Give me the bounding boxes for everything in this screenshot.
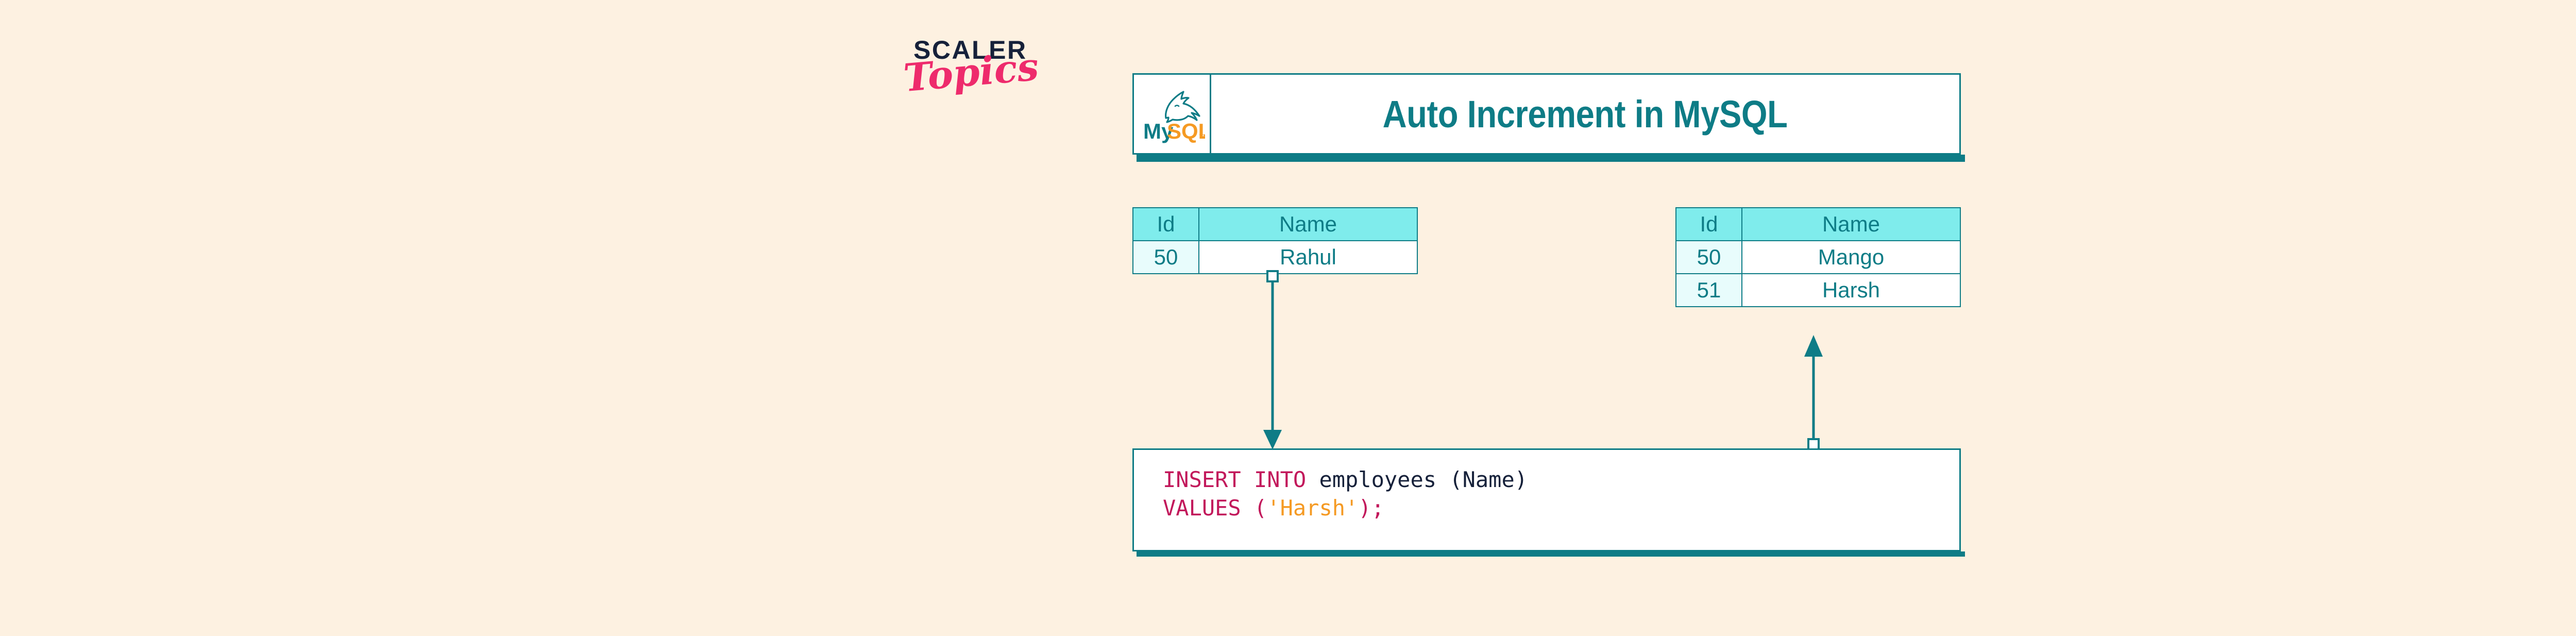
page-title-text: Auto Increment in MySQL: [1383, 92, 1788, 136]
table-row: 50 Mango: [1675, 240, 1961, 274]
cell-id: 51: [1675, 273, 1742, 307]
scaler-topics-logo: SCALER Topics: [899, 37, 1064, 125]
employees-table-after: Id Name 50 Mango 51 Harsh: [1675, 207, 1961, 307]
column-header-name: Name: [1741, 207, 1961, 241]
arrow-left-table-to-code: [1263, 270, 1282, 449]
code-line-1: INSERT INTO employees (Name): [1163, 465, 1959, 494]
svg-text:My: My: [1143, 119, 1174, 143]
cell-id: 50: [1675, 240, 1742, 274]
cell-name: Rahul: [1198, 240, 1418, 274]
page-title: Auto Increment in MySQL: [1211, 75, 1959, 153]
table-header-row: Id Name: [1132, 207, 1418, 241]
table-row: 51 Harsh: [1675, 273, 1961, 307]
brand-name-scaler: SCALER: [913, 36, 1027, 64]
cell-name: Harsh: [1741, 273, 1961, 307]
mysql-dolphin-logo-icon: My SQL TM: [1143, 91, 1205, 143]
table-row: 50 Rahul: [1132, 240, 1418, 274]
code-keyword: INSERT INTO: [1163, 467, 1319, 492]
titlebar: My SQL TM Auto Increment in MySQL: [1132, 73, 1961, 155]
sql-code-box: INSERT INTO employees (Name) VALUES ('Ha…: [1132, 448, 1961, 551]
svg-text:SQL: SQL: [1167, 119, 1205, 143]
code-keyword: VALUES (: [1163, 495, 1267, 521]
employees-table-before: Id Name 50 Rahul: [1132, 207, 1418, 274]
arrow-code-to-right-table: [1804, 335, 1823, 450]
column-header-id: Id: [1132, 207, 1199, 241]
code-line-2: VALUES ('Harsh');: [1163, 494, 1959, 522]
codebox-shadow: [1137, 551, 1965, 557]
cell-id: 50: [1132, 240, 1199, 274]
code-punctuation: );: [1358, 495, 1384, 521]
svg-text:TM: TM: [1199, 133, 1205, 140]
column-header-id: Id: [1675, 207, 1742, 241]
code-string-literal: 'Harsh': [1267, 495, 1359, 521]
table-header-row: Id Name: [1675, 207, 1961, 241]
cell-name: Mango: [1741, 240, 1961, 274]
titlebar-shadow: [1137, 155, 1965, 162]
mysql-logo-cell: My SQL TM: [1134, 75, 1211, 153]
code-identifier: employees (Name): [1319, 467, 1528, 492]
column-header-name: Name: [1198, 207, 1418, 241]
